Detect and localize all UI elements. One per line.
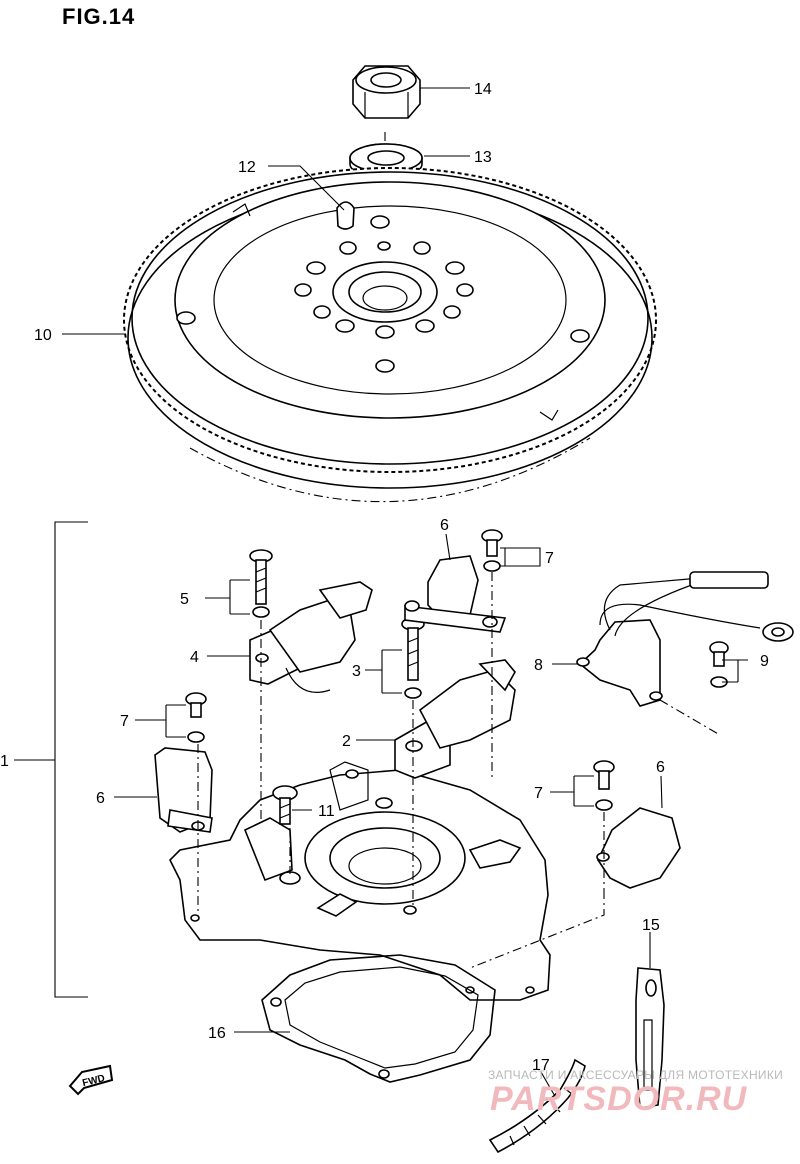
woodruff-key-part-12[interactable] <box>336 201 355 230</box>
callout-6-top: 6 <box>440 517 449 534</box>
fwd-label: FWD <box>81 1073 106 1089</box>
screw-part-7-left[interactable] <box>185 692 207 743</box>
watermark-brand: PARTSDOR.RU <box>490 1080 748 1118</box>
callout-labels: 14 13 12 10 6 7 5 4 3 8 9 1 7 2 6 11 7 6… <box>0 81 769 1074</box>
pulser-coil-part-6-top[interactable] <box>404 555 507 633</box>
callout-15: 15 <box>642 917 660 934</box>
callout-6-left: 6 <box>96 790 105 807</box>
charging-coil-part-2[interactable] <box>394 659 516 779</box>
assembly-centerlines <box>189 132 721 969</box>
callout-2: 2 <box>342 733 351 750</box>
stator-base-plate[interactable] <box>169 761 551 1001</box>
screw-part-5[interactable] <box>249 549 273 618</box>
forward-direction-arrow: FWD <box>68 1064 114 1096</box>
callout-7-right: 7 <box>534 785 543 802</box>
gasket-part-16[interactable] <box>261 954 496 1083</box>
callout-7-top: 7 <box>545 550 554 567</box>
callout-1: 1 <box>0 753 9 770</box>
callout-5: 5 <box>180 591 189 608</box>
callout-7-left: 7 <box>120 713 129 730</box>
leader-lines <box>14 87 748 1099</box>
screw-part-7-top[interactable] <box>481 529 503 572</box>
callout-17: 17 <box>532 1057 550 1074</box>
assembly-bracket <box>54 521 88 998</box>
ground-strap-part-15[interactable] <box>635 967 665 1109</box>
callout-11: 11 <box>318 803 335 820</box>
nut-part-14[interactable] <box>352 65 421 119</box>
cdi-unit-part-8[interactable] <box>576 571 794 707</box>
watermark-caption: ЗАПЧАСТИ И АКСЕССУАРЫ ДЛЯ МОТОТЕХНИКИ <box>488 1068 784 1082</box>
callout-4: 4 <box>190 649 199 666</box>
callout-9: 9 <box>760 653 769 670</box>
callout-6-right: 6 <box>656 759 665 776</box>
ignition-coil-part-4[interactable] <box>249 581 373 693</box>
callout-12: 12 <box>238 159 256 176</box>
protector-tube-part-17[interactable] <box>488 1058 586 1154</box>
screw-part-9[interactable] <box>709 641 729 688</box>
figure-title: FIG.14 <box>62 4 136 29</box>
screw-part-11[interactable] <box>272 785 298 825</box>
pulser-coil-part-6-left[interactable] <box>154 747 213 833</box>
callout-8: 8 <box>534 657 543 674</box>
pulser-coil-part-6-right[interactable] <box>596 807 681 889</box>
callout-10: 10 <box>34 327 52 344</box>
callout-13: 13 <box>474 149 492 166</box>
callout-3: 3 <box>352 663 361 680</box>
flywheel-part-10[interactable] <box>123 167 657 489</box>
callout-14: 14 <box>474 81 492 98</box>
callout-16: 16 <box>208 1025 226 1042</box>
screw-part-7-right[interactable] <box>593 760 615 811</box>
screw-part-3[interactable] <box>401 617 425 699</box>
